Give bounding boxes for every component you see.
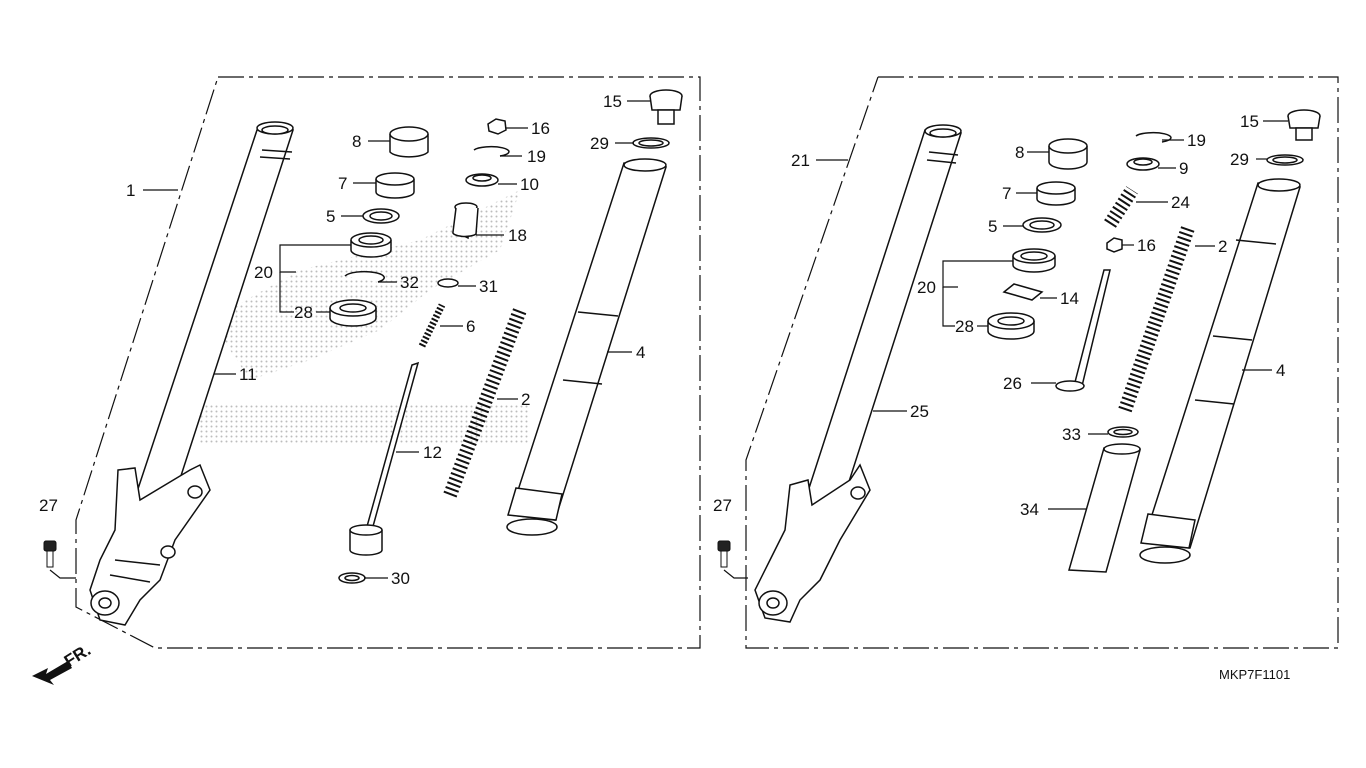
bolt-27-leader-left [49,569,76,579]
callout-15: 15 [603,92,622,111]
callout-4-right: 4 [1276,361,1286,380]
front-direction-arrow [32,661,72,685]
callout-5-right: 5 [988,217,998,236]
spring-2-left [443,307,527,498]
callout-16: 16 [531,119,550,138]
callout-34: 34 [1020,500,1039,519]
collar-33-34 [1068,426,1141,573]
callout-28-right: 28 [955,317,974,336]
callout-30: 30 [391,569,410,588]
callout-12: 12 [423,443,442,462]
callout-5: 5 [326,207,336,226]
axle-bracket [89,463,211,626]
diagram-code: MKP7F1101 [1219,667,1291,682]
callout-8: 8 [352,132,362,151]
left-panel-border [75,76,701,649]
callout-21: 21 [791,151,810,170]
callout-2: 2 [521,390,531,409]
callout-27: 27 [39,496,58,515]
cartridge-parts-left [418,118,510,348]
callout-29: 29 [590,134,609,153]
rod-26 [1055,269,1111,392]
cap-15-left [632,89,683,149]
callout-19-right: 19 [1187,131,1206,150]
callout-20: 20 [254,263,273,282]
callout-10: 10 [520,175,539,194]
callout-2-right: 2 [1218,237,1228,256]
inner-tube-4-right [1139,178,1301,564]
callout-31: 31 [479,277,498,296]
callout-7: 7 [338,174,348,193]
callout-14: 14 [1060,289,1079,308]
right-panel-border [745,76,1339,649]
callout-8-right: 8 [1015,143,1025,162]
callout-20-right: 20 [917,278,936,297]
callout-4: 4 [636,343,646,362]
bushings-seals-left [329,126,429,327]
axle-bracket-right [754,463,871,623]
bushings-seals-right [987,138,1088,340]
callout-15-right: 15 [1240,112,1259,131]
callout-1: 1 [126,181,136,200]
callout-7-right: 7 [1002,184,1012,203]
bolt-27-leader-right [723,569,748,579]
leader-lines-right [816,120,1288,510]
callout-16-right: 16 [1137,236,1156,255]
callout-19: 19 [527,147,546,166]
leader-lines-left [143,100,650,579]
bolt-27-left [43,540,57,568]
callout-33: 33 [1062,425,1081,444]
inner-tube-4-left [506,158,667,536]
callout-26: 26 [1003,374,1022,393]
bolt-27-right [717,540,731,568]
callout-25: 25 [910,402,929,421]
callout-18: 18 [508,226,527,245]
callout-11: 11 [239,365,257,384]
callout-27-right: 27 [713,496,732,515]
callout-28: 28 [294,303,313,322]
callout-32: 32 [400,273,419,292]
callout-29-right: 29 [1230,150,1249,169]
spring-parts-right [1104,131,1172,253]
callout-9: 9 [1179,159,1189,178]
spring-2-right [1118,225,1195,413]
cap-15-right [1266,109,1321,166]
callout-6: 6 [466,317,476,336]
damper-rod-12 [338,361,420,584]
outer-tube-25 [799,124,963,523]
callout-24: 24 [1171,193,1190,212]
